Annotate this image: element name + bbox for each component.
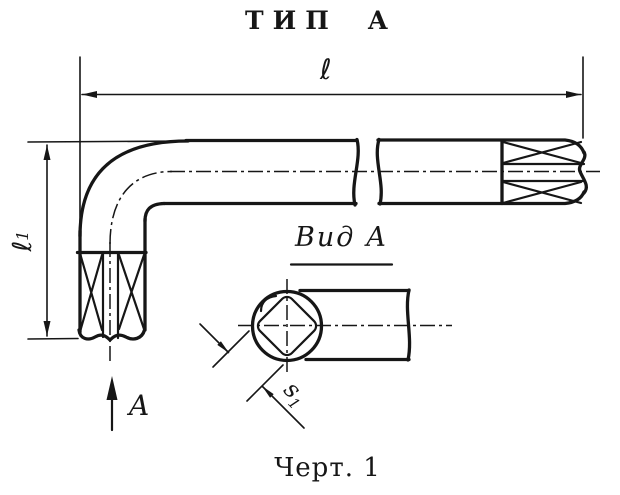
- arrowhead-right: [566, 91, 581, 98]
- view-a-drawing: [238, 263, 452, 374]
- arrowhead-up: [106, 376, 118, 400]
- top-edge-right: [376, 138, 586, 155]
- centerlines: [109, 170, 600, 364]
- extension-line: [246, 364, 284, 402]
- extension-line: [212, 330, 250, 368]
- dimension-s1: [199, 323, 305, 429]
- figure-caption: Черт. 1: [274, 453, 381, 483]
- square-end-hatch-bottom: [79, 251, 146, 340]
- flat-face-cross: [501, 140, 583, 165]
- arrowhead-top: [43, 145, 51, 160]
- view-direction-arrow: [106, 376, 118, 432]
- view-a-label: Вид А: [295, 222, 389, 253]
- flat-face-cross: [79, 253, 104, 332]
- inner-corner-fillet: [143, 201, 166, 223]
- extension-line: [27, 337, 79, 340]
- dimension-l1: [27, 140, 191, 340]
- extension-line: [27, 140, 191, 143]
- bottom-edge-right: [377, 190, 586, 206]
- flat-face-cross: [501, 180, 583, 205]
- dimension-l1-symbol: ℓ: [8, 240, 38, 252]
- arrowhead-left: [82, 91, 97, 98]
- square-end-hatch-right: [501, 140, 586, 205]
- dimension-l-label: ℓ: [320, 53, 332, 86]
- arrowhead-upper: [217, 341, 229, 353]
- arrowhead-bottom: [43, 321, 51, 336]
- bottom-foot-edge: [77, 328, 147, 343]
- rod-break-edge: [405, 288, 412, 362]
- dimension-l: [79, 56, 584, 232]
- outer-corner-curve: [78, 139, 190, 238]
- arrowhead-lower: [262, 386, 274, 398]
- right-end-edge: [577, 150, 588, 195]
- flat-face-cross: [117, 253, 146, 331]
- corner-centerline-curve: [109, 170, 173, 245]
- square-drive-outline: [256, 295, 318, 357]
- corner-chamfer-arc: [259, 294, 278, 313]
- view-direction-label: A: [129, 389, 150, 422]
- drawing-title: ТИП А: [245, 6, 397, 35]
